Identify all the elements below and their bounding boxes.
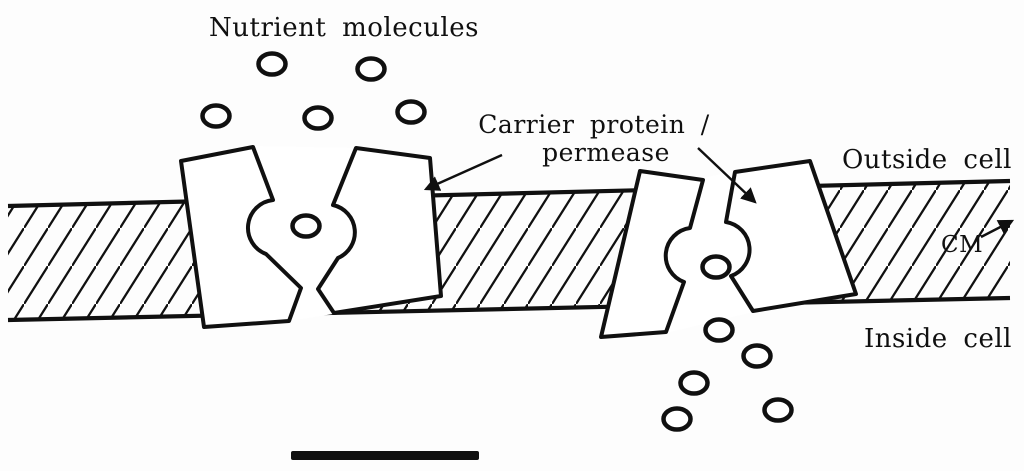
molecules-left-carrier-pocket [290, 213, 322, 239]
nutrient-molecule [256, 51, 288, 77]
nutrient-molecule [700, 254, 732, 280]
cm-pointer-line [980, 219, 1015, 239]
carrier-left-pair-right-subunit [316, 146, 443, 315]
nutrient-molecules-label: Nutrient molecules [209, 13, 479, 43]
molecules-right-carrier-pocket [700, 254, 732, 280]
carrier-right-pair-right-subunit [724, 159, 858, 313]
carrier-right-pair-left-subunit [599, 169, 705, 339]
diagram-labels: Nutrient molecules Carrier protein / per… [209, 13, 1012, 354]
outside-cell-label: Outside cell [842, 145, 1012, 175]
nutrient-molecule [302, 105, 334, 131]
molecules-layer [200, 51, 794, 432]
carrier-arrow-right [697, 147, 757, 204]
cropped-caption-bar [291, 451, 479, 460]
nutrient-molecule [661, 406, 693, 432]
membrane-outer-edge-line [7, 178, 1011, 209]
nutrient-molecule [355, 56, 387, 82]
nutrient-molecule [703, 317, 735, 343]
inside-cell-label: Inside cell [864, 324, 1012, 354]
nutrient-molecule [762, 397, 794, 423]
annotation-arrows [423, 147, 1015, 239]
nutrient-molecule [678, 370, 710, 396]
cell-membrane-band [7, 178, 1011, 323]
carrier-arrow-left [423, 153, 503, 191]
nutrient-molecule [200, 103, 232, 129]
molecules-inside-cell [661, 317, 794, 432]
nutrient-molecule [290, 213, 322, 239]
nutrient-molecule [741, 343, 773, 369]
carrier-protein-right-pair [599, 159, 858, 339]
carrier-protein-label-line2: permease [542, 138, 670, 167]
carrier-protein-label-line1: Carrier protein / [478, 110, 710, 139]
cm-label: CM [941, 232, 983, 258]
nutrient-molecule [395, 99, 427, 125]
molecules-outside-cell [200, 51, 427, 131]
membrane-inner-edge-line [7, 295, 1011, 323]
carrier-left-pair-left-subunit [179, 145, 303, 329]
